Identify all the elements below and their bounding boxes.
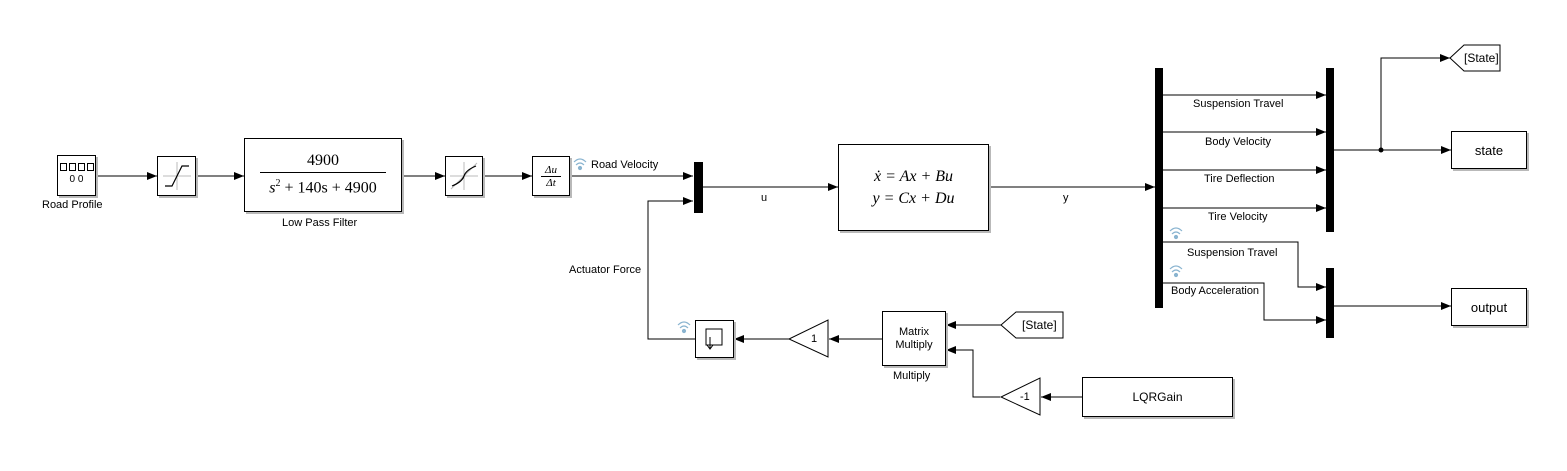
memory-block[interactable] [695,320,734,358]
state-outport[interactable]: state [1451,131,1527,169]
derivative-top: Δu [545,163,557,176]
memory-block-icon [705,328,722,350]
mux-state[interactable] [1326,68,1334,232]
output-outport-label: output [1470,299,1508,315]
wire-neg-gain-to-multiply [946,346,1000,398]
branch-point [1378,147,1384,153]
rate-limiter-icon [450,162,478,190]
low-pass-filter-label: Low Pass Filter [282,217,358,229]
rate-limiter-block[interactable] [445,156,483,196]
gain-1-value[interactable]: 1 [811,333,818,345]
tire-deflection-label: Tire Deflection [1204,173,1275,185]
saturation-icon [162,162,191,190]
road-velocity-label: Road Velocity [591,159,659,171]
suspension-travel-label: Suspension Travel [1193,98,1284,110]
wire-actuator-force [647,197,695,340]
wire-suspension-travel-2 [1163,241,1326,291]
gain-neg1-value[interactable]: -1 [1020,391,1030,403]
filter-denominator: s2 + 140s + 4900 [269,175,377,197]
signal-editor-icon [59,163,94,171]
output-outport[interactable]: output [1451,288,1527,326]
road-profile-block[interactable]: 0 0 [57,155,96,196]
filter-numerator: 4900 [307,152,339,170]
matrix-multiply-block[interactable]: Matrix Multiply [882,311,946,366]
filter-fraction-line [260,172,386,174]
gain-1-shape [787,319,829,358]
mux-u[interactable] [694,162,703,213]
lqr-gain-block[interactable]: LQRGain [1082,377,1233,417]
goto-state-label[interactable]: [State] [1464,51,1499,65]
u-signal-label: u [761,192,768,204]
derivative-bottom: Δt [546,176,556,189]
derivative-block[interactable]: Δu Δt [532,156,570,196]
actuator-force-label: Actuator Force [569,264,642,276]
road-profile-label: Road Profile [42,199,103,211]
y-signal-label: y [1063,192,1069,204]
saturation-block[interactable] [157,156,196,196]
state-eq-line2: y = Cx + Du [872,189,955,207]
low-pass-filter-block[interactable]: 4900 s2 + 140s + 4900 [244,138,402,212]
filter-denominator-s: s [269,179,276,197]
from-state-label[interactable]: [State] [1022,318,1057,332]
state-space-block[interactable]: ẋ = Ax + Bu y = Cx + Du [838,144,989,231]
tire-velocity-label: Tire Velocity [1208,211,1268,223]
from-state-shape [1000,311,1064,339]
mux-output[interactable] [1326,268,1334,338]
wire-state-to-goto [1380,54,1450,150]
logging-icons [573,158,1183,334]
road-profile-digits: 0 0 [69,174,84,185]
goto-state-shape [1449,44,1501,72]
state-outport-label: state [1474,142,1504,158]
state-eq-line1: ẋ = Ax + Bu [873,167,954,185]
matrix-multiply-text: Matrix Multiply [895,325,933,351]
body-acceleration-label: Body Acceleration [1171,285,1260,297]
multiply-label: Multiply [893,370,931,382]
lqr-gain-label: LQRGain [1132,389,1183,404]
filter-denominator-exp: 2 [275,178,281,190]
demux-y[interactable] [1155,68,1163,308]
gain-neg1-shape [999,377,1041,416]
body-velocity-label: Body Velocity [1205,136,1272,148]
filter-denominator-rest: + 140s + 4900 [280,179,377,197]
suspension-travel-2-label: Suspension Travel [1187,247,1278,259]
derivative-line [541,175,561,177]
wire-body-acceleration [1163,282,1326,324]
